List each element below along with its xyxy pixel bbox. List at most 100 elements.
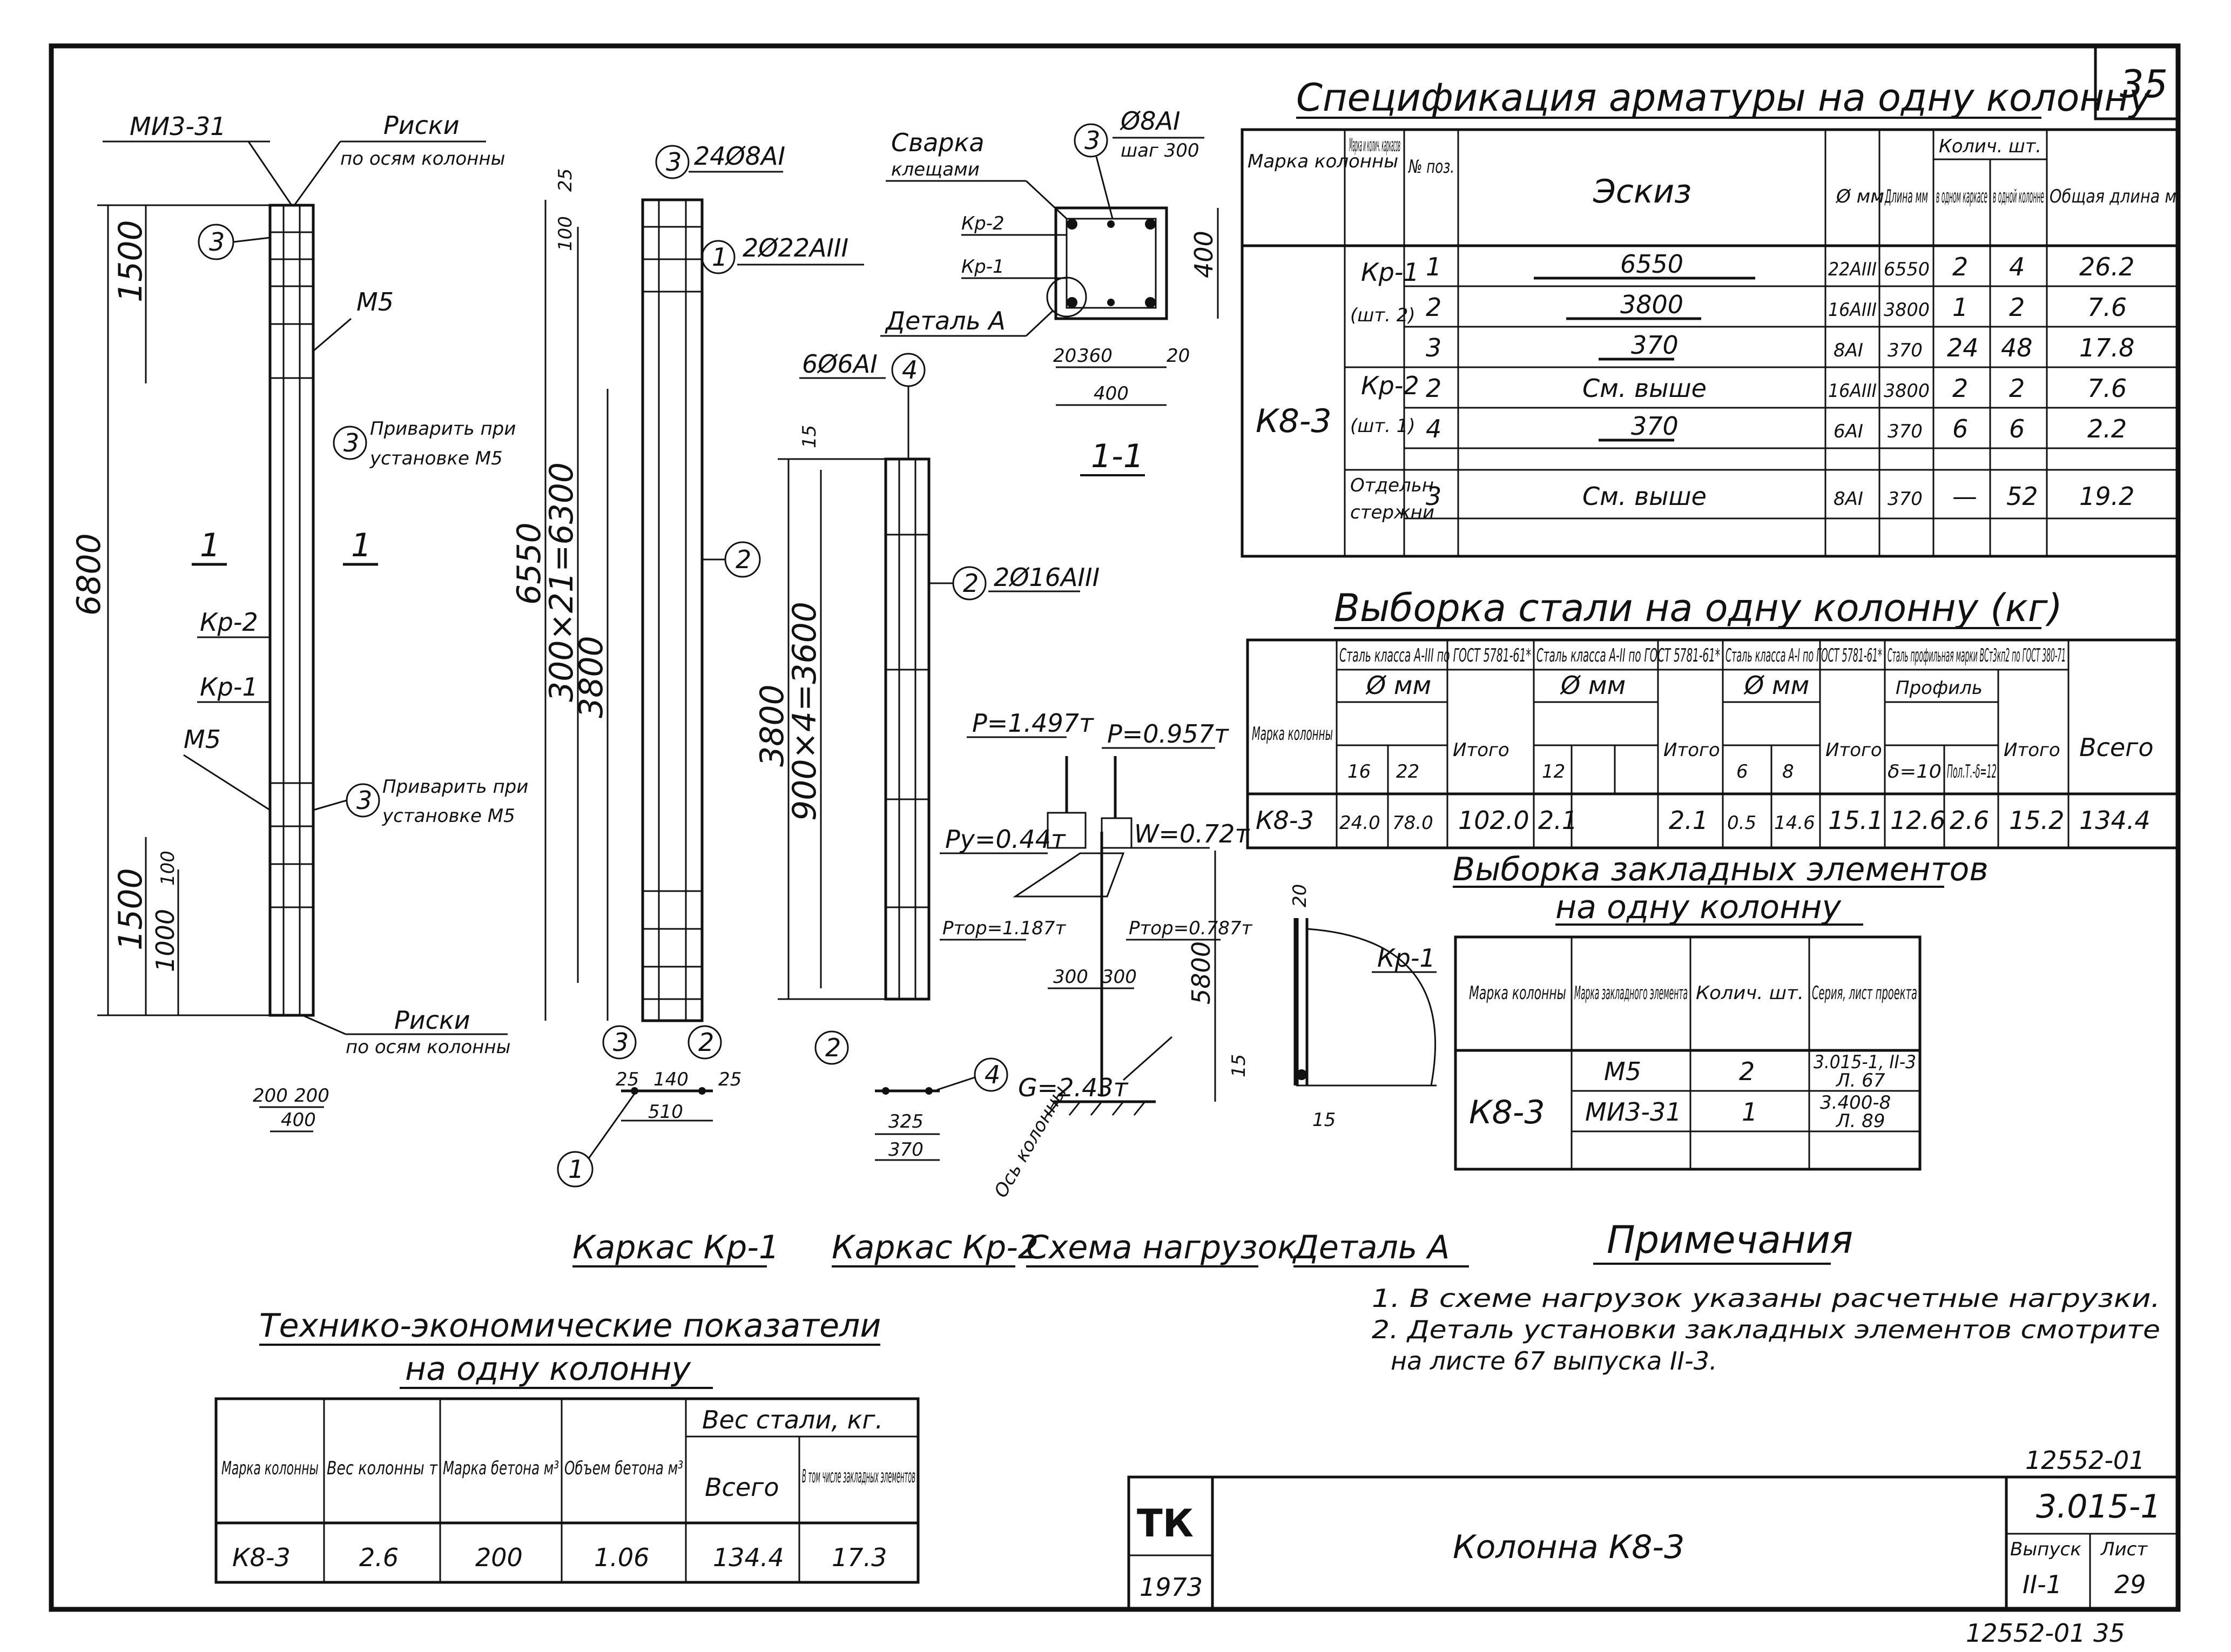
kr1-bars-top: 24Ø8АI xyxy=(694,141,785,171)
stamp-logo: ТК xyxy=(1137,1501,1194,1546)
tech-h-all: Всего xyxy=(705,1473,779,1502)
dim-1000: 1000 xyxy=(151,909,180,972)
svg-text:3: 3 xyxy=(1426,333,1441,362)
spec-row: 3 См. выше 8АI 370 — 52 19.2 xyxy=(1426,482,2134,511)
label-m5-top: М5 xyxy=(356,287,394,316)
svg-text:2: 2 xyxy=(2009,374,2025,403)
sec-dim-360: 360 xyxy=(1077,345,1113,367)
kr2-dim-3800: 3800 xyxy=(753,684,791,767)
svg-text:370: 370 xyxy=(1888,488,1923,510)
kr2-pos4: 4 xyxy=(902,355,918,385)
vypusk-label: Выпуск xyxy=(2010,1539,2081,1560)
weld-note-2a: Приварить при xyxy=(382,776,528,798)
svg-text:См. выше: См. выше xyxy=(1582,374,1707,403)
embedded-title-b: на одну колонну xyxy=(1555,888,1842,926)
svg-text:6: 6 xyxy=(1952,414,1968,443)
svg-text:15.1: 15.1 xyxy=(1828,806,1883,835)
kr2-dim-370: 370 xyxy=(888,1139,924,1161)
note-2b: на листе 67 выпуска II-3. xyxy=(1391,1346,1717,1375)
sec-dim-20b: 20 xyxy=(1167,345,1190,367)
steel-h-g2: Сталь класса А-II по ГОСТ 5781-61* xyxy=(1536,645,1720,666)
spec-row: 1 6550 22АIII 6550 2 4 26.2 xyxy=(1426,250,2134,281)
sec-dim-400: 400 xyxy=(1094,383,1129,404)
svg-text:МИ3-31: МИ3-31 xyxy=(1585,1097,1682,1127)
kr2-outline xyxy=(884,457,931,1001)
svg-text:24.0: 24.0 xyxy=(1339,812,1380,834)
label-riski-top: Риски xyxy=(383,111,460,140)
wind-load-hatch xyxy=(1013,852,1125,898)
svg-text:К8-3: К8-3 xyxy=(232,1543,291,1572)
dim-200-right: 200 xyxy=(294,1085,329,1107)
svg-text:—: — xyxy=(1952,482,1977,511)
steel-sub-8: 8 xyxy=(1782,761,1794,783)
caption-kr1: Каркас Кр-1 xyxy=(572,1229,779,1266)
doc-code: 12552-01 xyxy=(2025,1446,2145,1475)
sheet-number: 35 xyxy=(2120,62,2168,106)
marker-pos1-kr1 xyxy=(701,240,736,274)
spec-h-qty: Колич. шт. xyxy=(1939,136,2041,157)
svg-text:24: 24 xyxy=(1947,333,1979,362)
load-w: W=0.72т xyxy=(1134,819,1250,848)
svg-text:3: 3 xyxy=(613,1028,629,1057)
svg-text:102.0: 102.0 xyxy=(1458,806,1529,835)
dim-1500-bottom: 1500 xyxy=(112,868,150,950)
cage-kr2: 3800 900×4=3600 15 6Ø6АI 4 2 2Ø16АIII 2 … xyxy=(753,349,1100,1267)
svg-text:3800: 3800 xyxy=(1884,380,1930,402)
dim-100: 100 xyxy=(157,851,179,886)
spec-cage1: Кр-1 xyxy=(1361,258,1419,287)
svg-text:12.6: 12.6 xyxy=(1890,806,1945,835)
tech-row: К8-3 2.6 200 1.06 134.4 17.3 xyxy=(232,1543,887,1572)
dim-6800: 6800 xyxy=(70,533,108,616)
kr1-dim-25b: 25 xyxy=(718,1069,742,1090)
label-m5-bottom: М5 xyxy=(184,725,221,754)
footer-mark: 12552-01 35 xyxy=(1966,1619,2125,1648)
load-p2: Р=0.957т xyxy=(1107,719,1229,749)
tech-h-volume: Объем бетона м³ xyxy=(564,1458,683,1479)
kr1-pos2: 2 xyxy=(736,545,751,574)
tech-table: Технико-экономические показатели на одну… xyxy=(214,1307,920,1584)
spec-h-len: Длина мм xyxy=(1884,186,1928,207)
sec-dim-400v: 400 xyxy=(1189,231,1218,278)
kr2-dim-325: 325 xyxy=(888,1111,924,1132)
svg-text:17.3: 17.3 xyxy=(832,1543,887,1572)
steel-h-g1: Сталь класса А-III по ГОСТ 5781-61* xyxy=(1339,645,1531,666)
detail-kr1: Кр-1 xyxy=(1377,943,1435,973)
svg-text:2: 2 xyxy=(1952,374,1968,403)
svg-text:2.1: 2.1 xyxy=(1669,806,1708,835)
svg-text:78.0: 78.0 xyxy=(1392,812,1433,834)
svg-text:134.4: 134.4 xyxy=(2079,806,2151,835)
svg-text:4: 4 xyxy=(2009,252,2025,281)
kr1-bars-main: 2Ø22АIII xyxy=(743,233,848,262)
svg-text:2: 2 xyxy=(1426,293,1441,322)
spec-cage2-n: (шт. 1) xyxy=(1350,415,1416,437)
svg-text:3.400-8: 3.400-8 xyxy=(1820,1092,1891,1114)
steel-sub-22: 22 xyxy=(1396,761,1419,783)
spec-h-dia: Ø мм xyxy=(1835,186,1884,207)
caption-detail: Деталь А xyxy=(1292,1229,1450,1266)
detail-dim-15b: 15 xyxy=(1312,1109,1336,1131)
svg-text:6550: 6550 xyxy=(1620,250,1683,279)
caption-loads: Схема нагрузок xyxy=(1026,1229,1297,1266)
svg-text:1: 1 xyxy=(1426,252,1441,281)
tech-h-steel: Вес стали, кг. xyxy=(702,1405,883,1434)
steel-h-dia-3: Ø мм xyxy=(1743,671,1809,700)
svg-text:Л. 89: Л. 89 xyxy=(1835,1110,1885,1132)
column-outline xyxy=(268,204,315,1017)
svg-text:370: 370 xyxy=(1631,412,1679,441)
spec-h-qty-col: в одной колонне xyxy=(1993,186,2044,207)
kr2-dim-15: 15 xyxy=(799,425,820,448)
tech-title-a: Технико-экономические показатели xyxy=(259,1307,881,1345)
emb-row: МИ3-31 1 3.400-8 Л. 89 xyxy=(1585,1092,1891,1132)
emb-row: М5 2 3.015-1, II-3 Л. 67 xyxy=(1604,1051,1916,1091)
svg-text:2: 2 xyxy=(1426,374,1441,403)
spec-h-cagemark: Марка и колич. каркасов xyxy=(1349,134,1400,156)
svg-text:48: 48 xyxy=(2001,333,2033,362)
weld-note-1b: установке М5 xyxy=(369,448,503,469)
svg-text:26.2: 26.2 xyxy=(2079,252,2134,281)
spec-h-sketch: Эскиз xyxy=(1593,173,1691,211)
svg-text:8АI: 8АI xyxy=(1834,488,1863,510)
steel-h-itogo-2: Итого xyxy=(1663,739,1720,761)
svg-text:2.2: 2.2 xyxy=(2087,414,2127,443)
cage-kr1: 6550 300×21=6300 3800 25 100 3 24Ø8АI 1 … xyxy=(510,141,864,1267)
